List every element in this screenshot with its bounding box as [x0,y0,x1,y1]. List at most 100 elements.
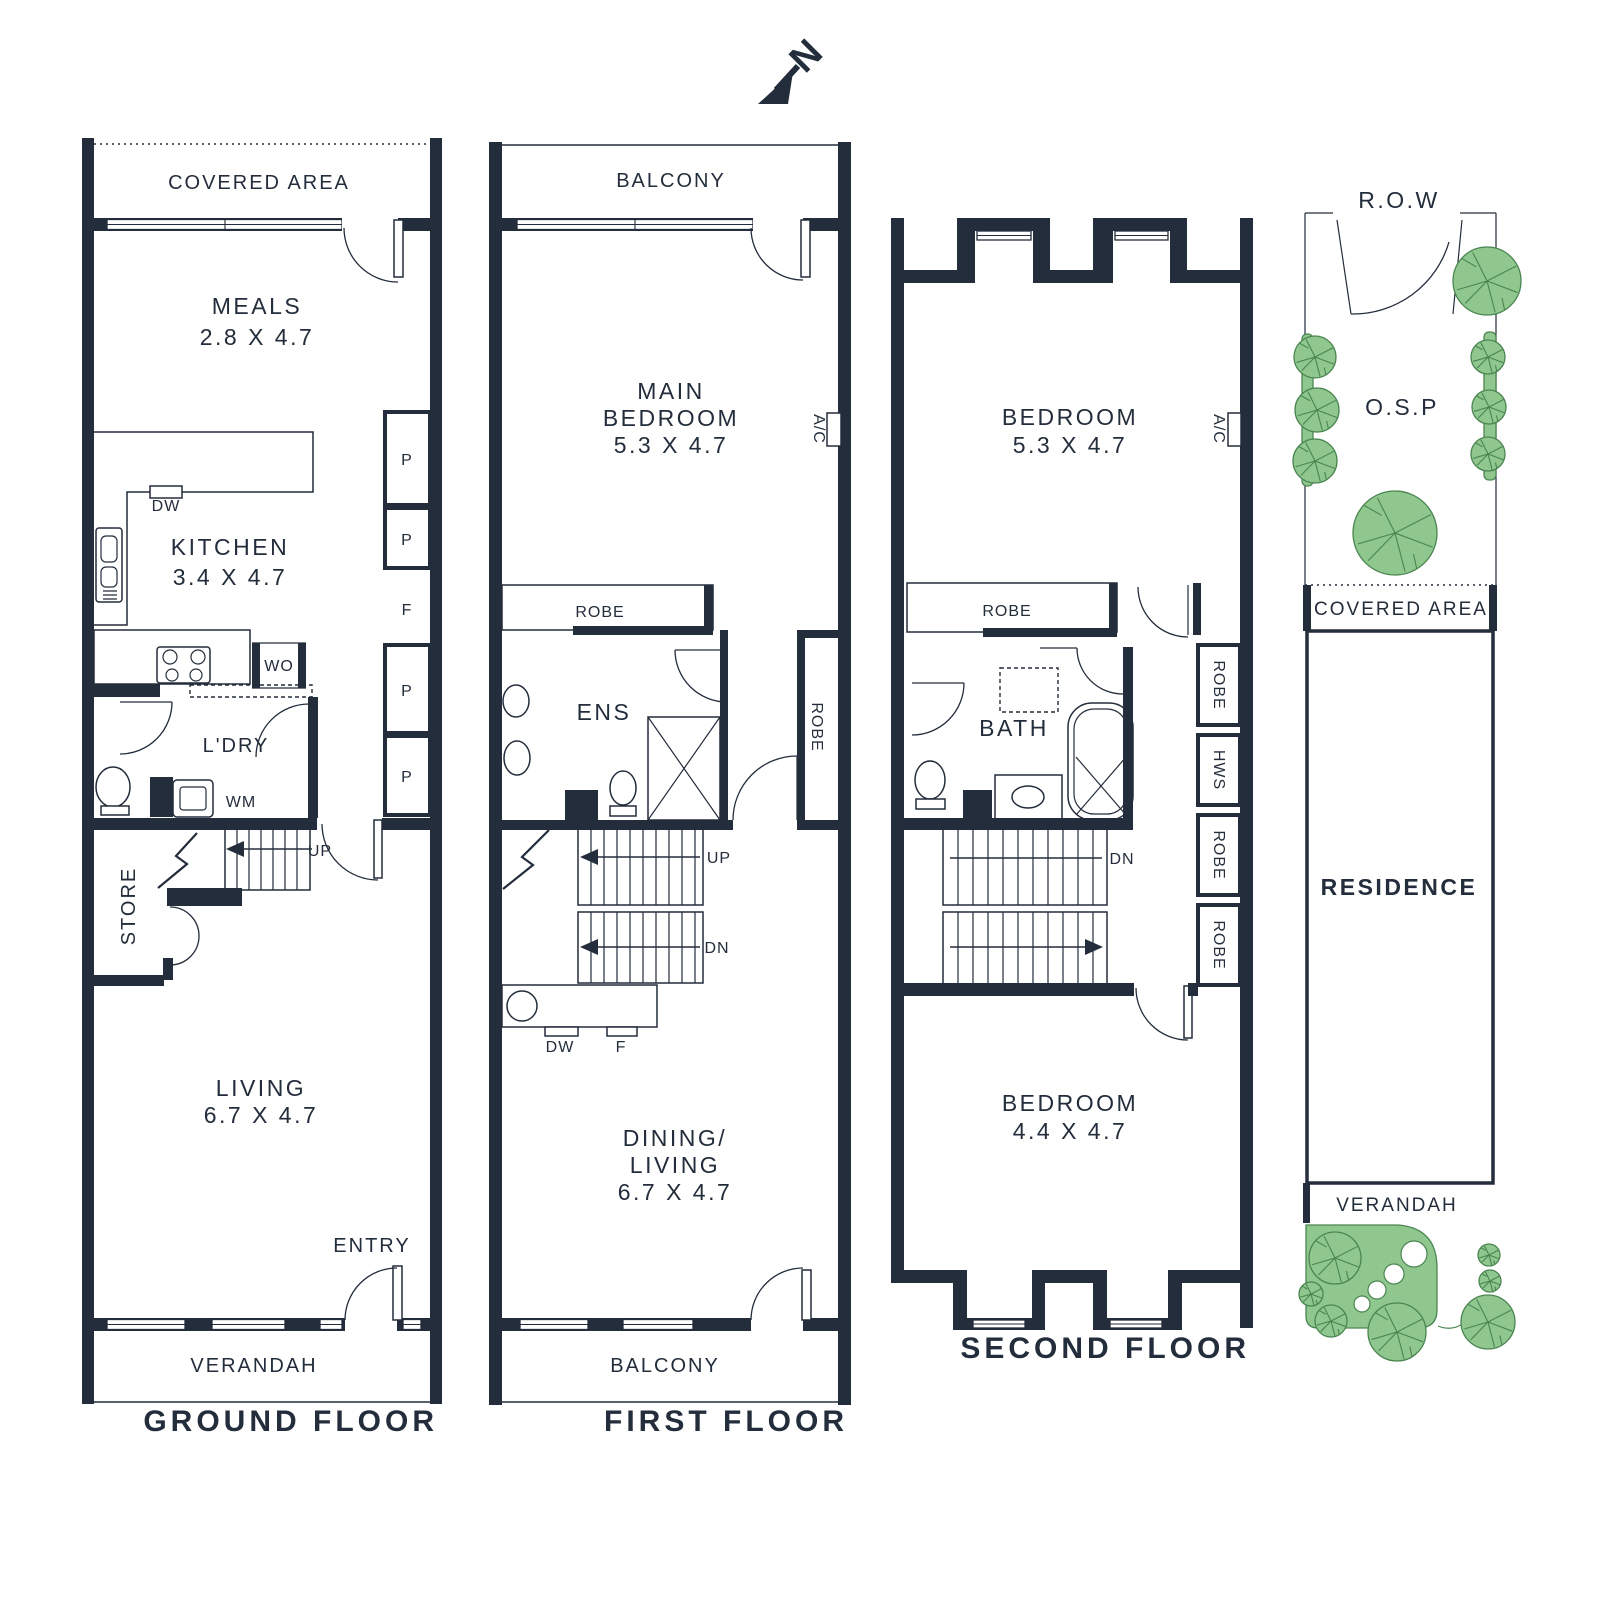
label-ac-first: A/C [810,414,827,444]
label-wm: WM [226,794,256,811]
label-kitchen: KITCHEN [171,534,289,560]
label-ens: ENS [577,699,632,725]
second-walls [891,218,1253,1330]
section-break-icon [157,832,198,889]
label-f-first: F [616,1039,627,1056]
second-stairs [904,821,1198,996]
ground-doors [119,219,404,1321]
residence-outline [1305,629,1495,1185]
ac-unit-second [1227,412,1242,447]
label-dining-1: DINING/ [623,1125,727,1151]
first-floor-title: FIRST FLOOR [604,1405,848,1438]
ground-stairs [88,818,430,891]
label-entry: ENTRY [333,1235,410,1257]
label-site-verandah: VERANDAH [1336,1195,1458,1216]
label-balcony-bottom: BALCONY [610,1355,720,1377]
label-dn-second: DN [1109,851,1134,868]
toilet-fixture-first [609,770,637,817]
label-pantry-1: P [401,452,413,469]
second-floor-plan: BEDROOM 5.3 X 4.7 A/C ROBE BATH ROBE HWS… [891,218,1253,1365]
label-main-bedroom: BEDROOM [603,405,739,431]
gate [1336,219,1463,315]
dishwasher-fixture [149,485,183,499]
kitchen-bench [93,431,318,818]
label-hws: HWS [1210,750,1227,790]
second-side-cupboards [1196,643,1242,987]
label-osp: O.S.P [1365,394,1439,420]
label-laundry: L'DRY [203,735,270,757]
store-room [88,888,242,986]
label-store: STORE [118,867,140,946]
label-ground-covered-area: COVERED AREA [168,172,350,194]
vanity-fixture [994,774,1063,821]
label-up-ground: UP [308,843,332,860]
basin-fixture [502,684,531,776]
label-residence: RESIDENCE [1321,874,1478,900]
label-bedroom-bottom-dims: 4.4 X 4.7 [1013,1118,1128,1144]
toilet-fixture [95,766,131,816]
label-pantry-3: P [401,683,413,700]
north-arrow-icon: N [758,32,831,104]
laundry [95,766,214,818]
label-dw-first: DW [546,1039,575,1056]
label-pantry-4: P [401,769,413,786]
front-garden [1298,1224,1517,1363]
label-dn-first: DN [704,940,729,957]
label-bath: BATH [979,715,1049,741]
pantry-cupboards [383,410,432,817]
label-ground-verandah: VERANDAH [190,1355,317,1377]
cooktop-fixture [156,646,211,684]
osp-greenery [1291,247,1521,575]
second-floor-title: SECOND FLOOR [960,1332,1250,1365]
label-pantry-2: P [401,532,413,549]
sink-round-fixture [506,990,538,1022]
label-fridge-ground: F [402,602,413,619]
site-plan: R.O.W O.S.P COVERED AREA RESIDENCE VERAN… [1291,187,1521,1363]
toilet-fixture-second [914,760,946,810]
label-ac-second: A/C [1210,414,1227,444]
ground-floor-title: GROUND FLOOR [143,1405,438,1438]
label-bedroom-top-dims: 5.3 X 4.7 [1013,432,1128,458]
label-bedroom-bottom: BEDROOM [1002,1090,1138,1116]
first-robe-ens [501,584,838,830]
section-break-icon-first [502,829,550,890]
label-side-robe-3: ROBE [1210,920,1227,969]
first-stairs [502,822,704,984]
first-kitchenette [501,984,658,1037]
label-side-robe-2: ROBE [1210,830,1227,879]
skylight [999,667,1059,713]
second-doors [911,585,1193,1041]
first-walls [489,142,851,1405]
label-row: R.O.W [1358,187,1440,213]
label-living-dims: 6.7 X 4.7 [204,1102,319,1128]
ground-floor-plan: COVERED AREA MEALS 2.8 X 4.7 DW KITCHEN … [82,138,442,1438]
label-up-first: UP [707,850,731,867]
label-living: LIVING [216,1075,306,1101]
label-robe-second-top: ROBE [982,603,1031,620]
label-balcony-top: BALCONY [616,170,726,192]
label-main: MAIN [637,378,705,404]
ac-unit-first [826,412,842,447]
second-robe-bath [904,582,1201,830]
label-meals: MEALS [212,293,302,319]
label-dining-2: LIVING [630,1152,720,1178]
north-arrowhead [758,72,793,104]
label-robe-first-side: ROBE [808,702,825,751]
label-kitchen-dims: 3.4 X 4.7 [173,564,288,590]
label-main-bedroom-dims: 5.3 X 4.7 [614,432,729,458]
ground-walls [82,138,442,1404]
label-wo: WO [264,658,294,675]
sink-fixture [95,527,123,603]
label-dw-ground: DW [152,498,181,515]
label-bedroom-top: BEDROOM [1002,404,1138,430]
site-boundary [1303,212,1497,1223]
label-robe-first-top: ROBE [575,604,624,621]
washing-machine-fixture [172,779,214,818]
label-meals-dims: 2.8 X 4.7 [200,324,315,350]
shower-fixture [647,716,721,821]
label-site-covered-area: COVERED AREA [1314,599,1488,620]
wall-oven [252,642,306,689]
label-side-robe-1: ROBE [1210,660,1227,709]
